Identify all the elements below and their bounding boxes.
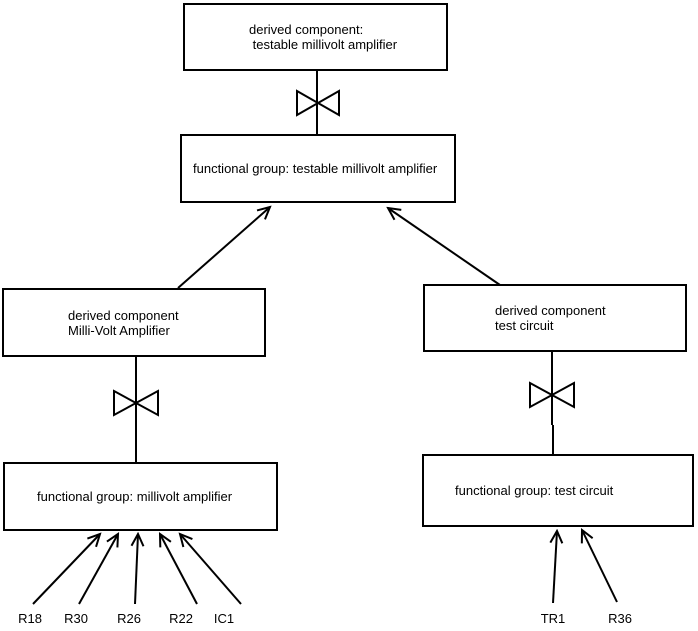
leaf-label-r36: R36 — [608, 611, 632, 626]
node-label-line: derived component — [68, 307, 179, 323]
arrow-r26 — [135, 534, 138, 605]
node-label-line: test circuit — [495, 318, 554, 333]
bowtie-icon — [296, 89, 340, 117]
arrow-derived-mva-to-fg-testable — [177, 207, 270, 289]
node-label-line: derived component — [495, 303, 606, 318]
node-label-line: testable millivolt amplifier — [249, 37, 398, 52]
bowtie-icon — [529, 381, 575, 409]
node-label-line: functional group: millivolt amplifier — [37, 489, 233, 504]
leaf-label-r26: R26 — [117, 611, 141, 626]
arrow-r22 — [160, 534, 198, 605]
leaf-label-r18: R18 — [18, 611, 42, 626]
leaf-label-r30: R30 — [64, 611, 88, 626]
arrow-ic1 — [180, 534, 242, 605]
leaf-label-tr1: TR1 — [540, 611, 566, 626]
node-label-line: derived component: — [249, 22, 364, 37]
arrow-r36 — [582, 530, 618, 603]
arrow-r30 — [78, 534, 118, 605]
leaf-label-r22: R22 — [169, 611, 193, 626]
node-functional-group-testable-millivolt-amplifier: functional group: testable millivolt amp… — [180, 134, 456, 203]
node-label-line: functional group: testable millivolt amp… — [193, 161, 438, 176]
node-derived-test-circuit: derived component test circuit — [423, 284, 687, 352]
bowtie-icon — [113, 389, 159, 417]
arrow-derived-tc-to-fg-testable — [388, 208, 501, 286]
leaf-label-ic1: IC1 — [213, 611, 235, 626]
node-label-line: functional group: test circuit — [455, 483, 614, 498]
arrow-r18 — [32, 534, 100, 605]
arrow-tr1 — [553, 531, 557, 604]
node-derived-milli-volt-amplifier: derived component Milli-Volt Amplifier — [2, 288, 266, 357]
node-functional-group-millivolt-amplifier: functional group: millivolt amplifier — [3, 462, 278, 531]
node-functional-group-test-circuit: functional group: test circuit — [422, 454, 694, 527]
node-derived-testable-millivolt-amplifier: derived component: testable millivolt am… — [183, 3, 448, 71]
node-label-line: Milli-Volt Amplifier — [68, 322, 170, 338]
